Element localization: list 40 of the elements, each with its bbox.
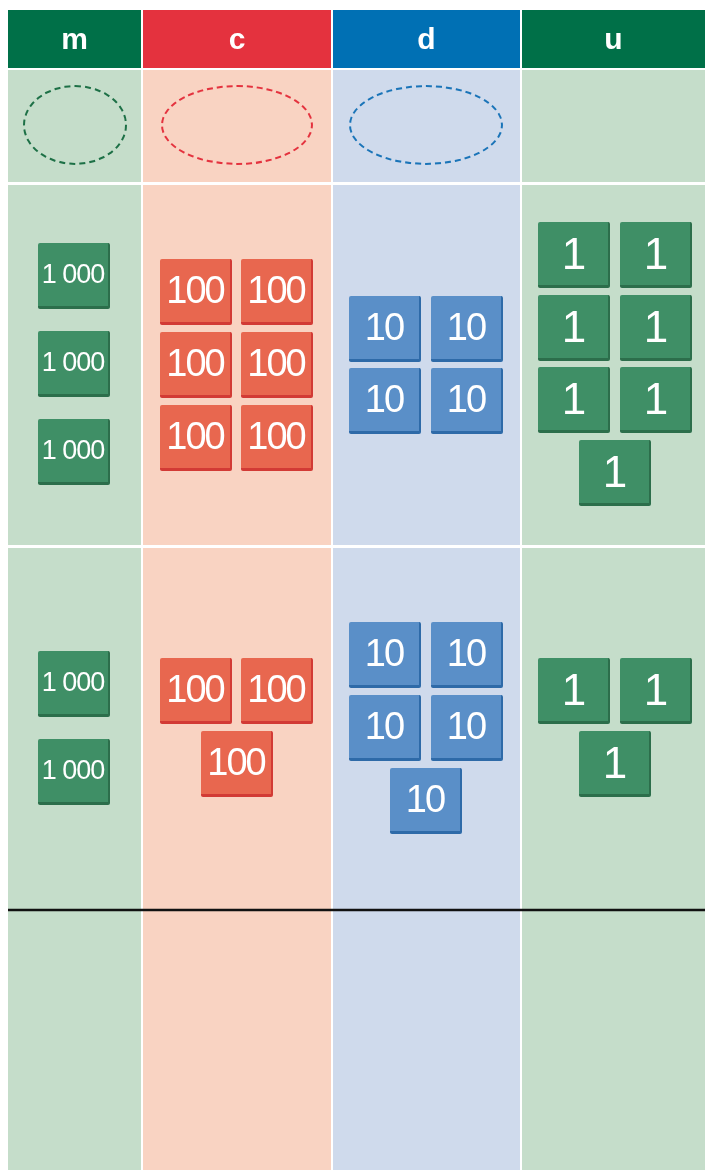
number-tile: 1 — [620, 222, 692, 288]
number-tile: 10 — [431, 695, 503, 761]
number-tile: 10 — [431, 368, 503, 434]
dashed-oval — [23, 85, 127, 165]
number-tile: 10 — [349, 622, 421, 688]
number-tile: 10 — [390, 768, 462, 834]
number-tile: 100 — [160, 259, 232, 325]
number-tile: 1 000 — [38, 739, 110, 805]
number-tile: 1 — [620, 367, 692, 433]
number-tile: 1 000 — [38, 651, 110, 717]
number-tile: 1 000 — [38, 419, 110, 485]
number-tile: 100 — [241, 259, 313, 325]
number-tile: 1 000 — [38, 243, 110, 309]
number-tile: 1 — [579, 731, 651, 797]
number-tile: 100 — [241, 658, 313, 724]
column-header: d — [333, 10, 520, 68]
dashed-oval — [161, 85, 313, 165]
column-header: m — [8, 10, 141, 68]
number-tile: 10 — [431, 622, 503, 688]
number-tile: 100 — [241, 332, 313, 398]
dashed-oval — [349, 85, 503, 165]
number-tile: 1 — [538, 658, 610, 724]
number-tile: 10 — [349, 695, 421, 761]
number-tile: 10 — [349, 368, 421, 434]
column-header: u — [522, 10, 705, 68]
number-tile: 1 — [620, 658, 692, 724]
number-tile: 100 — [160, 332, 232, 398]
number-tile: 10 — [431, 296, 503, 362]
number-tile: 100 — [241, 405, 313, 471]
number-tile: 1 000 — [38, 331, 110, 397]
number-tile: 1 — [620, 295, 692, 361]
number-tile: 100 — [160, 405, 232, 471]
number-tile: 10 — [349, 296, 421, 362]
number-tile: 100 — [160, 658, 232, 724]
number-tile: 1 — [538, 367, 610, 433]
number-tile: 100 — [201, 731, 273, 797]
column-header: c — [143, 10, 331, 68]
number-tile: 1 — [538, 295, 610, 361]
number-tile: 1 — [579, 440, 651, 506]
number-tile: 1 — [538, 222, 610, 288]
